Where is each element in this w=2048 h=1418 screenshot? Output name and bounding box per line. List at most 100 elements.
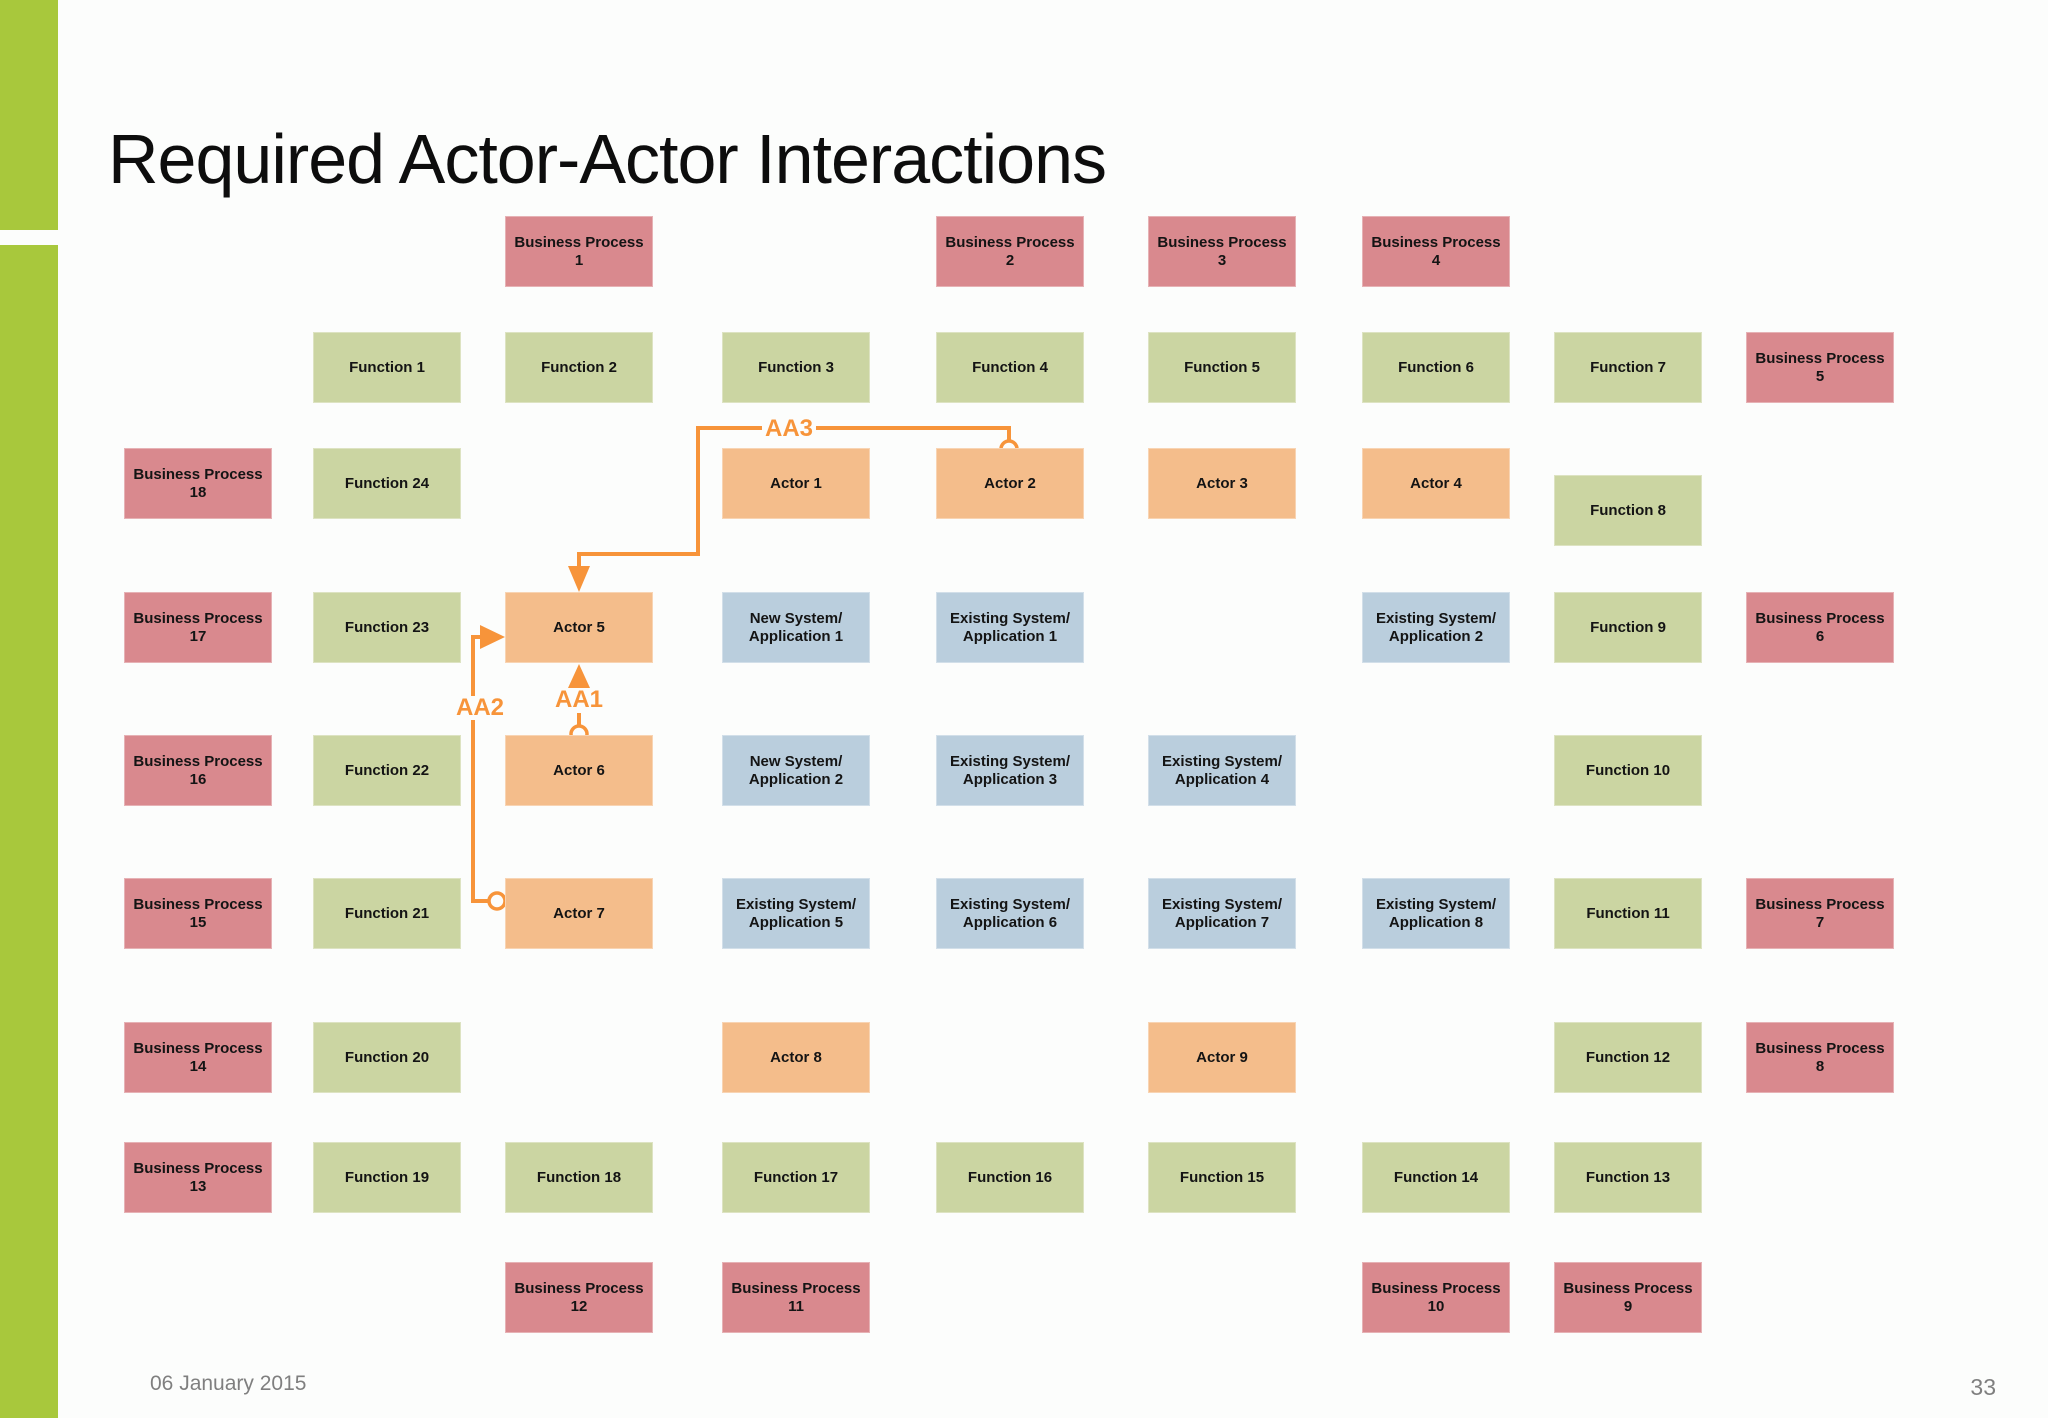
node-actor-9: Actor 9: [1148, 1022, 1296, 1093]
node-label: 15: [189, 913, 207, 931]
node-label: Business Process: [1755, 609, 1885, 627]
node-function-24: Function 24: [313, 448, 461, 519]
node-function-6: Function 6: [1362, 332, 1510, 403]
node-existing-system-application-1: Existing System/Application 1: [936, 592, 1084, 663]
node-label: Application 2: [748, 770, 844, 788]
node-label: 10: [1427, 1297, 1445, 1315]
node-function-2: Function 2: [505, 332, 653, 403]
node-label: Function 1: [349, 358, 425, 376]
node-label: Application 3: [962, 770, 1058, 788]
node-function-4: Function 4: [936, 332, 1084, 403]
node-label: Actor 3: [1196, 474, 1248, 492]
node-label: Function 4: [972, 358, 1048, 376]
node-label: Actor 4: [1410, 474, 1462, 492]
node-label: Business Process: [731, 1279, 861, 1297]
connector-line: [471, 635, 489, 903]
node-existing-system-application-2: Existing System/Application 2: [1362, 592, 1510, 663]
node-label: 17: [189, 627, 207, 645]
node-function-1: Function 1: [313, 332, 461, 403]
node-function-11: Function 11: [1554, 878, 1702, 949]
node-label: Application 2: [1388, 627, 1484, 645]
node-actor-1: Actor 1: [722, 448, 870, 519]
node-label: Business Process: [945, 233, 1075, 251]
node-label: Actor 7: [553, 904, 605, 922]
node-label: 18: [189, 483, 207, 501]
node-label: Function 2: [541, 358, 617, 376]
node-label: Business Process: [133, 609, 263, 627]
node-existing-system-application-8: Existing System/Application 8: [1362, 878, 1510, 949]
node-function-23: Function 23: [313, 592, 461, 663]
node-label: Application 6: [962, 913, 1058, 931]
node-function-17: Function 17: [722, 1142, 870, 1213]
node-label: Function 9: [1590, 618, 1666, 636]
node-function-14: Function 14: [1362, 1142, 1510, 1213]
node-label: 6: [1815, 627, 1825, 645]
node-label: Existing System/: [949, 752, 1071, 770]
node-label: Function 15: [1179, 1168, 1265, 1186]
node-label: Function 20: [344, 1048, 430, 1066]
node-label: Function 22: [344, 761, 430, 779]
node-label: Existing System/: [1375, 609, 1497, 627]
node-label: Application 4: [1174, 770, 1270, 788]
node-label: Business Process: [133, 1039, 263, 1057]
node-label: Business Process: [1755, 895, 1885, 913]
node-label: 5: [1815, 367, 1825, 385]
node-label: Business Process: [1371, 233, 1501, 251]
node-label: Business Process: [1755, 1039, 1885, 1057]
node-function-7: Function 7: [1554, 332, 1702, 403]
node-existing-system-application-4: Existing System/Application 4: [1148, 735, 1296, 806]
connector-origin-circle-icon: [487, 891, 507, 911]
node-label: Function 12: [1585, 1048, 1671, 1066]
node-label: 16: [189, 770, 207, 788]
node-label: Business Process: [1563, 1279, 1693, 1297]
node-label: 4: [1431, 251, 1441, 269]
node-label: Existing System/: [949, 895, 1071, 913]
node-label: New System/: [749, 609, 843, 627]
node-label: Business Process: [514, 1279, 644, 1297]
node-existing-system-application-5: Existing System/Application 5: [722, 878, 870, 949]
node-label: Application 5: [748, 913, 844, 931]
node-label: Actor 2: [984, 474, 1036, 492]
node-label: Actor 8: [770, 1048, 822, 1066]
node-function-5: Function 5: [1148, 332, 1296, 403]
node-label: Function 24: [344, 474, 430, 492]
node-label: New System/: [749, 752, 843, 770]
node-function-15: Function 15: [1148, 1142, 1296, 1213]
node-label: Function 14: [1393, 1168, 1479, 1186]
arrowhead-icon: [568, 664, 590, 688]
node-actor-4: Actor 4: [1362, 448, 1510, 519]
accent-bar-bottom-segment: [0, 245, 58, 1418]
node-new-system-application-1: New System/Application 1: [722, 592, 870, 663]
connector-label-aa1: AA1: [551, 688, 607, 712]
node-function-20: Function 20: [313, 1022, 461, 1093]
node-label: Business Process: [133, 465, 263, 483]
connector-label-aa3: AA3: [761, 417, 817, 441]
node-label: Function 17: [753, 1168, 839, 1186]
node-actor-7: Actor 7: [505, 878, 653, 949]
node-function-3: Function 3: [722, 332, 870, 403]
node-label: Actor 6: [553, 761, 605, 779]
node-function-13: Function 13: [1554, 1142, 1702, 1213]
node-label: 11: [788, 1297, 804, 1315]
node-label: Business Process: [514, 233, 644, 251]
node-label: Actor 5: [553, 618, 605, 636]
node-label: Function 19: [344, 1168, 430, 1186]
page-title: Required Actor-Actor Interactions: [108, 119, 1107, 198]
node-label: Function 3: [758, 358, 834, 376]
node-label: Existing System/: [1375, 895, 1497, 913]
node-label: 12: [570, 1297, 588, 1315]
